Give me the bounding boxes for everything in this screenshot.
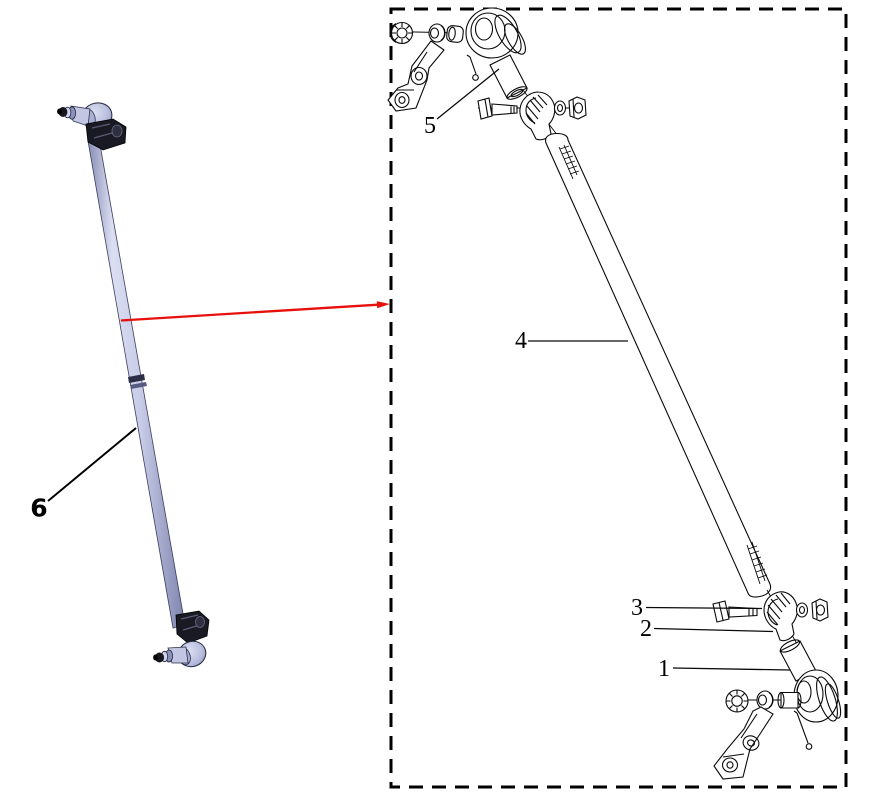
leader-2 bbox=[653, 627, 774, 633]
assembled-view bbox=[47, 102, 210, 668]
part-lever-arm-bottom bbox=[713, 706, 774, 780]
part-tube-clamp-bottom bbox=[763, 591, 798, 642]
part-socket-top bbox=[489, 54, 528, 100]
assembled-rod-collar bbox=[128, 374, 147, 389]
part-washer-clamp-top bbox=[553, 100, 567, 116]
part-clamp-bolt-bottom bbox=[712, 600, 758, 623]
part-castle-nut-bottom bbox=[725, 689, 749, 713]
part-lever-arm-top bbox=[387, 40, 445, 112]
part-cotter-pin-bottom bbox=[793, 710, 813, 750]
assembled-clamp-bottom bbox=[175, 610, 210, 644]
leader-3 bbox=[645, 606, 763, 610]
callout-2: 2 bbox=[640, 616, 652, 642]
part-ball-stud-top bbox=[446, 25, 464, 43]
leader-1 bbox=[672, 667, 791, 671]
leader-lines bbox=[436, 68, 791, 671]
assembled-ball-joint-bottom bbox=[153, 640, 207, 668]
assembled-clamp-top bbox=[85, 118, 127, 151]
callout-6: 6 bbox=[30, 493, 48, 523]
callout-5: 5 bbox=[424, 113, 436, 139]
part-castle-nut-top bbox=[389, 21, 414, 45]
leader-6 bbox=[47, 427, 137, 502]
part-cotter-pin-top bbox=[466, 54, 479, 81]
red-arrow bbox=[120, 301, 390, 322]
part-tie-rod-end-housing-top bbox=[465, 7, 526, 59]
exploded-view bbox=[387, 7, 842, 780]
part-nut-clamp-bottom bbox=[811, 598, 829, 622]
callout-3: 3 bbox=[631, 595, 643, 621]
assembled-rod-tube bbox=[87, 138, 186, 629]
part-nut-clamp-top bbox=[568, 96, 587, 120]
callout-1: 1 bbox=[658, 656, 670, 682]
stud-tip-bottom bbox=[154, 652, 165, 663]
detail-box-border bbox=[389, 7, 848, 789]
part-washer-bottom bbox=[756, 690, 774, 710]
part-washer-clamp-bottom bbox=[795, 602, 809, 618]
part-washer-top bbox=[428, 23, 446, 43]
part-ball-housing-bottom bbox=[793, 669, 842, 723]
part-spacer-bottom bbox=[777, 691, 802, 709]
leader-5 bbox=[436, 68, 500, 120]
callout-4: 4 bbox=[515, 328, 527, 354]
part-tube-clamp-top bbox=[519, 91, 556, 141]
part-tube bbox=[545, 132, 772, 598]
